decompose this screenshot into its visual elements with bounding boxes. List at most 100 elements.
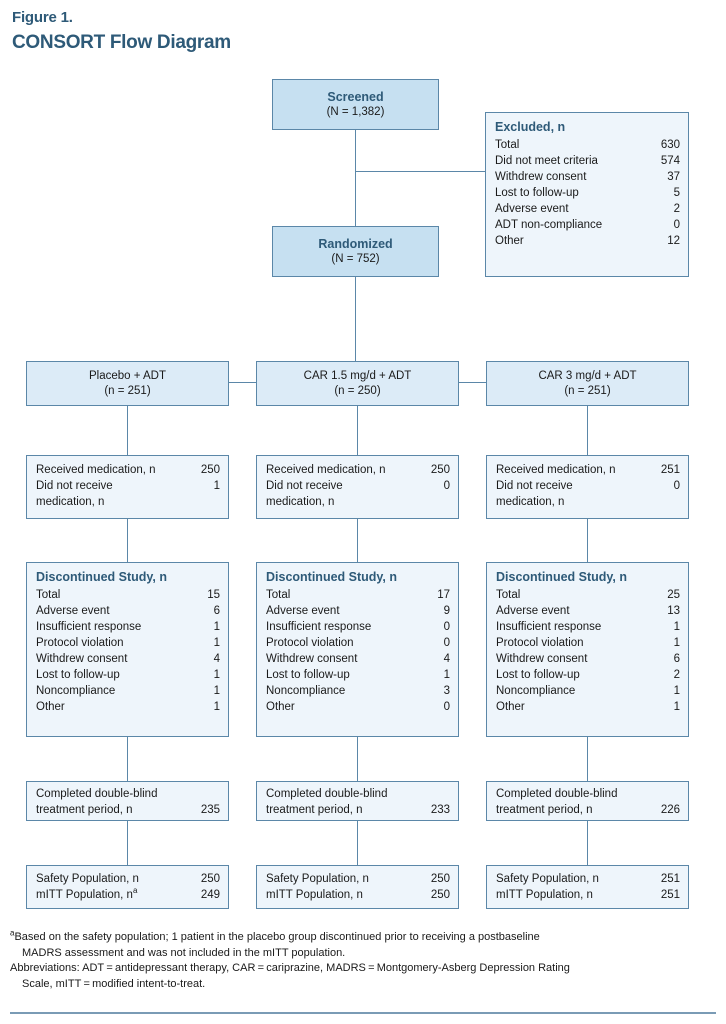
completed-row: treatment period, n 235 [36, 802, 220, 818]
mitt-population-row: mITT Population, n 250 [266, 887, 450, 903]
row-value: 1 [213, 637, 220, 649]
received-medication-label: Received medication, n [496, 464, 616, 476]
footnotes: aBased on the safety population; 1 patie… [10, 929, 716, 992]
row-value: 3 [443, 685, 450, 697]
row-label: Withdrew consent [266, 653, 358, 665]
mitt-population-row: mITT Population, n 251 [496, 887, 680, 903]
connector-arm2-to-medication2 [357, 406, 358, 455]
data-row: Insufficient response 0 [266, 619, 450, 635]
row-value: 0 [443, 621, 450, 633]
received-medication-value: 251 [660, 464, 680, 476]
not-received-medication-row: Did not receive 0 [266, 478, 450, 494]
completed-label-line1: Completed double-blind [266, 788, 388, 800]
safety-population-label: Safety Population, n [36, 873, 139, 885]
completed-label-line2: treatment period, n [496, 804, 593, 816]
data-row: Noncompliance 3 [266, 683, 450, 699]
row-label: Protocol violation [36, 637, 124, 649]
row-value: 25 [667, 589, 680, 601]
not-received-medication-label-cont: medication, n [496, 496, 565, 508]
row-label: Lost to follow-up [496, 669, 580, 681]
arm-count: (n = 251) [104, 384, 151, 397]
row-value: 17 [437, 589, 450, 601]
row-label: Noncompliance [266, 685, 346, 697]
mitt-population-label: mITT Population, n [496, 889, 593, 901]
row-value: 2 [673, 669, 680, 681]
not-received-medication-value: 1 [213, 480, 220, 492]
received-medication-label: Received medication, n [266, 464, 386, 476]
row-label: Noncompliance [36, 685, 116, 697]
mitt-population-label: mITT Population, n [266, 889, 363, 901]
safety-population-label: Safety Population, n [496, 873, 599, 885]
mitt-population-label: mITT Population, na [36, 886, 138, 901]
footnote-marker: a [132, 886, 138, 896]
row-value: 1 [443, 669, 450, 681]
row-label: Other [496, 701, 525, 713]
safety-population-value: 250 [430, 873, 450, 885]
page-title: CONSORT Flow Diagram [12, 32, 231, 53]
node-population-car15: Safety Population, n 250 mITT Population… [256, 865, 459, 909]
safety-population-row: Safety Population, n 251 [496, 871, 680, 887]
row-value: 13 [667, 605, 680, 617]
row-value: 6 [673, 653, 680, 665]
randomized-title: Randomized [318, 236, 393, 251]
row-value: 1 [213, 685, 220, 697]
safety-population-row: Safety Population, n 250 [36, 871, 220, 887]
safety-population-value: 250 [200, 873, 220, 885]
row-label: Insufficient response [266, 621, 372, 633]
connector-completed2-to-population2 [357, 821, 358, 865]
node-medication-car15: Received medication, n 250 Did not recei… [256, 455, 459, 519]
row-value: 6 [213, 605, 220, 617]
not-received-medication-label: Did not receive [36, 480, 113, 492]
received-medication-label: Received medication, n [36, 464, 156, 476]
row-value: 2 [673, 203, 680, 215]
connector-discontinued3-to-completed3 [587, 737, 588, 781]
row-value: 0 [443, 701, 450, 713]
data-row: Noncompliance 1 [36, 683, 220, 699]
row-label: Adverse event [266, 605, 340, 617]
row-label: Protocol violation [266, 637, 354, 649]
row-label: Adverse event [36, 605, 110, 617]
connector-arm1-to-medication1 [127, 406, 128, 455]
completed-value: 235 [200, 804, 220, 816]
row-value: 630 [660, 139, 680, 151]
row-value: 4 [443, 653, 450, 665]
discontinued-title: Discontinued Study, n [36, 570, 168, 584]
discontinued-title: Discontinued Study, n [266, 570, 398, 584]
row-label: Lost to follow-up [495, 187, 579, 199]
row-label: Total [266, 589, 291, 601]
connector-discontinued2-to-completed2 [357, 737, 358, 781]
row-label: Total [496, 589, 521, 601]
row-value: 1 [213, 669, 220, 681]
abbreviations-line1: Abbreviations: ADT = antidepressant ther… [10, 962, 570, 974]
row-value: 12 [667, 235, 680, 247]
excluded-title: Excluded, n [495, 120, 566, 134]
node-arm-placebo: Placebo + ADT (n = 251) [26, 361, 229, 406]
node-arm-car15: CAR 1.5 mg/d + ADT (n = 250) [256, 361, 459, 406]
data-row: Total 25 [496, 587, 680, 603]
row-label: Noncompliance [496, 685, 576, 697]
discontinued-title: Discontinued Study, n [496, 570, 628, 584]
row-value: 5 [673, 187, 680, 199]
node-medication-car3: Received medication, n 251 Did not recei… [486, 455, 689, 519]
abbreviations-line2: Scale, mITT = modified intent-to-treat. [22, 977, 206, 990]
completed-label-line1: Completed double-blind [496, 788, 618, 800]
connector-screened-to-randomized [355, 130, 356, 226]
completed-row: treatment period, n 226 [496, 802, 680, 818]
footnote-a-cont: MADRS assessment and was not included in… [22, 946, 346, 959]
row-value: 574 [660, 155, 680, 167]
data-row: Total 17 [266, 587, 450, 603]
